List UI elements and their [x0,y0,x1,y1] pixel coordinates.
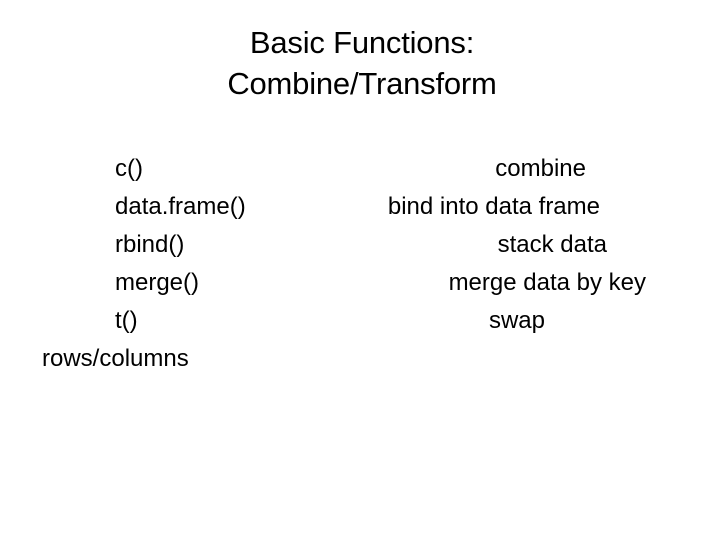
list-item: rbind() stack data [0,226,720,264]
list-item: rows/columns [0,340,720,378]
function-name: rows/columns [42,345,189,372]
list-item: merge() merge data by key [0,264,720,302]
function-description: merge data by key [448,269,646,296]
title-line-2: Combine/Transform [227,66,497,101]
function-description: bind into data frame [387,193,600,220]
list-item: data.frame() bind into data frame [0,188,720,226]
list-item: t() swap [0,302,720,340]
list-item: c() combine [0,150,720,188]
function-description: combine [495,155,586,182]
function-name: t() [115,307,138,334]
slide-title: Basic Functions: Combine/Transform [0,22,720,104]
function-description: stack data [497,231,607,258]
function-name: data.frame() [115,193,246,220]
function-description: swap [488,307,545,334]
function-name: merge() [115,269,200,296]
function-name: c() [115,155,143,182]
function-name: rbind() [115,231,185,258]
title-line-1: Basic Functions: [249,25,475,60]
function-list: c() combine data.frame() bind into data … [0,150,720,378]
